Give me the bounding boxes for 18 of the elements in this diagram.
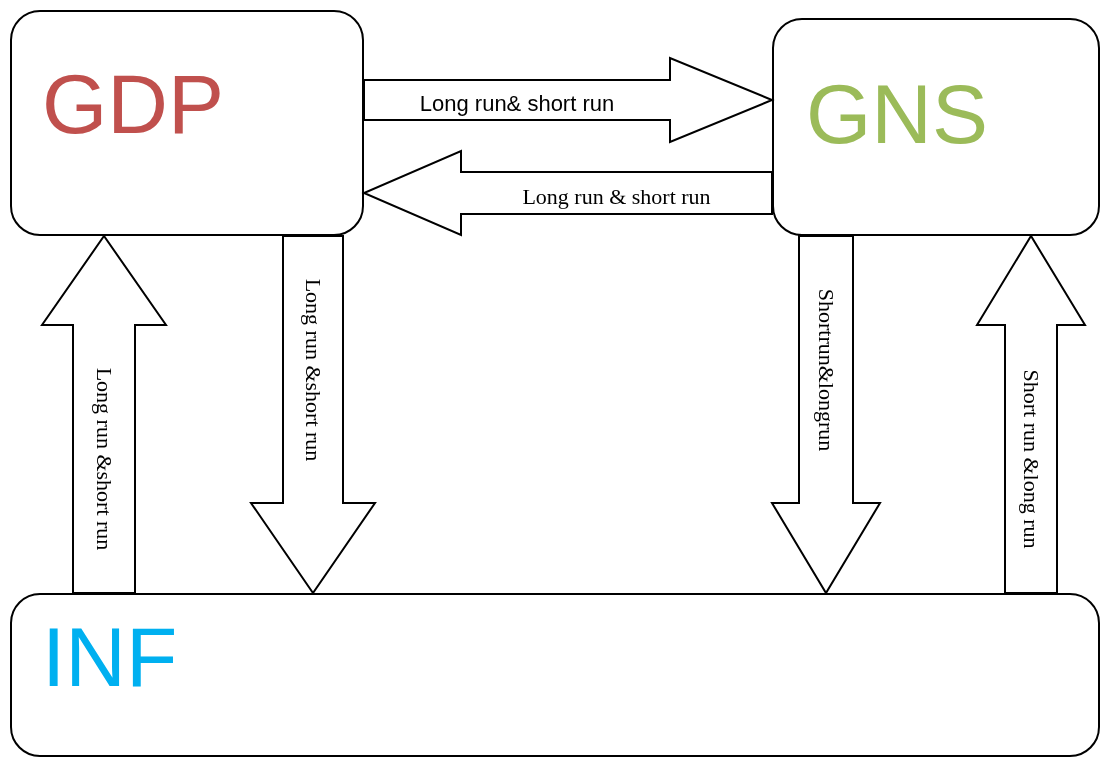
edge-label: Long run & short run [522,186,711,208]
block-arrow [249,235,377,595]
block-arrow [40,234,168,594]
edge-label: Long run &short run [302,278,324,461]
rounded-box [10,10,364,236]
edge-label: Long run& short run [419,93,615,115]
rounded-box [10,593,1100,757]
edge-label: Long run &short run [93,367,115,551]
node-title: GNS [806,72,989,156]
edge-label: Shortrun&longrun [815,288,837,451]
block-arrow [975,234,1087,594]
rounded-box [772,18,1100,236]
block-arrow [363,56,775,144]
block-arrow [361,149,773,237]
block-arrow [770,235,882,595]
node-title: GDP [42,62,225,146]
edge-label: Short run &long run [1020,369,1042,549]
node-title: INF [42,615,178,699]
